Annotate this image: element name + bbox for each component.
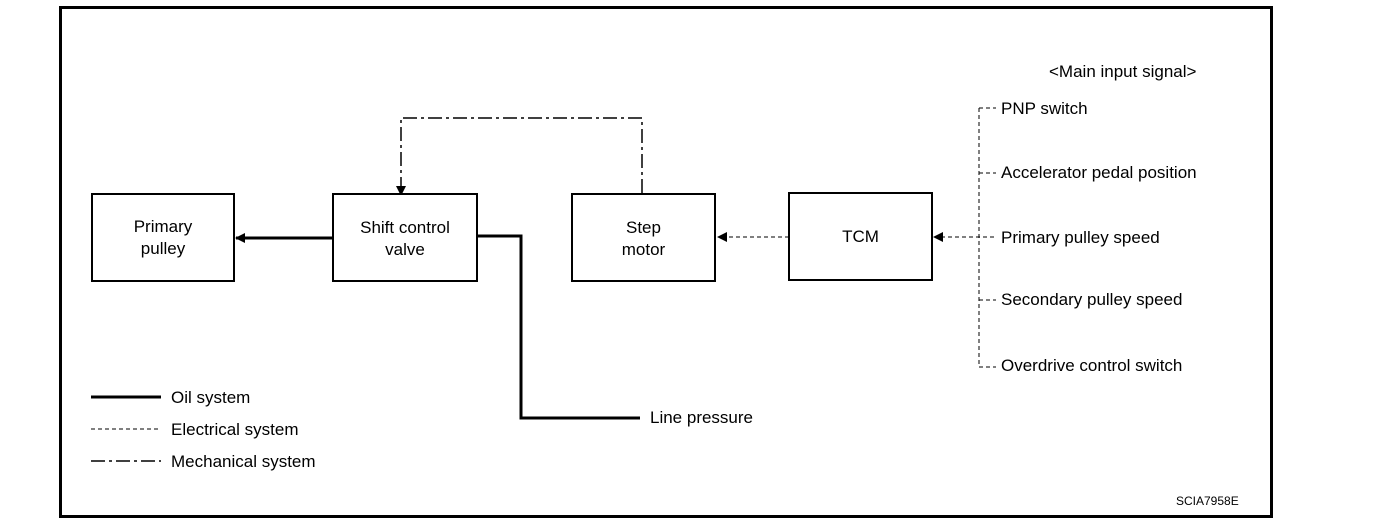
shift-control-valve-block: Shift control valve: [332, 193, 478, 282]
mechanical-arrowhead: [396, 186, 406, 196]
tcm-block: TCM: [788, 192, 933, 281]
legend-mechanical-label: Mechanical system: [171, 452, 316, 471]
line-pressure-label: Line pressure: [650, 408, 754, 427]
input-signal-label: Overdrive control switch: [1001, 356, 1183, 375]
oil-line-pressure: [477, 234, 640, 420]
input-signal-label: Secondary pulley speed: [1001, 290, 1183, 309]
input-signal-label: PNP switch: [1001, 99, 1088, 118]
primary-pulley-block: Primary pulley: [91, 193, 235, 282]
main-input-signal-header: <Main input signal>: [1049, 62, 1197, 81]
diagram-frame: [59, 6, 1273, 518]
input-signal-label: Primary pulley speed: [1001, 228, 1160, 247]
step-motor-block: Step motor: [571, 193, 716, 282]
figure-code: SCIA7958E: [1176, 494, 1239, 508]
legend-oil-label: Oil system: [171, 388, 251, 407]
mechanical-link: [400, 117, 643, 193]
legend-electrical-label: Electrical system: [171, 420, 299, 439]
input-signal-label: Accelerator pedal position: [1001, 163, 1197, 182]
